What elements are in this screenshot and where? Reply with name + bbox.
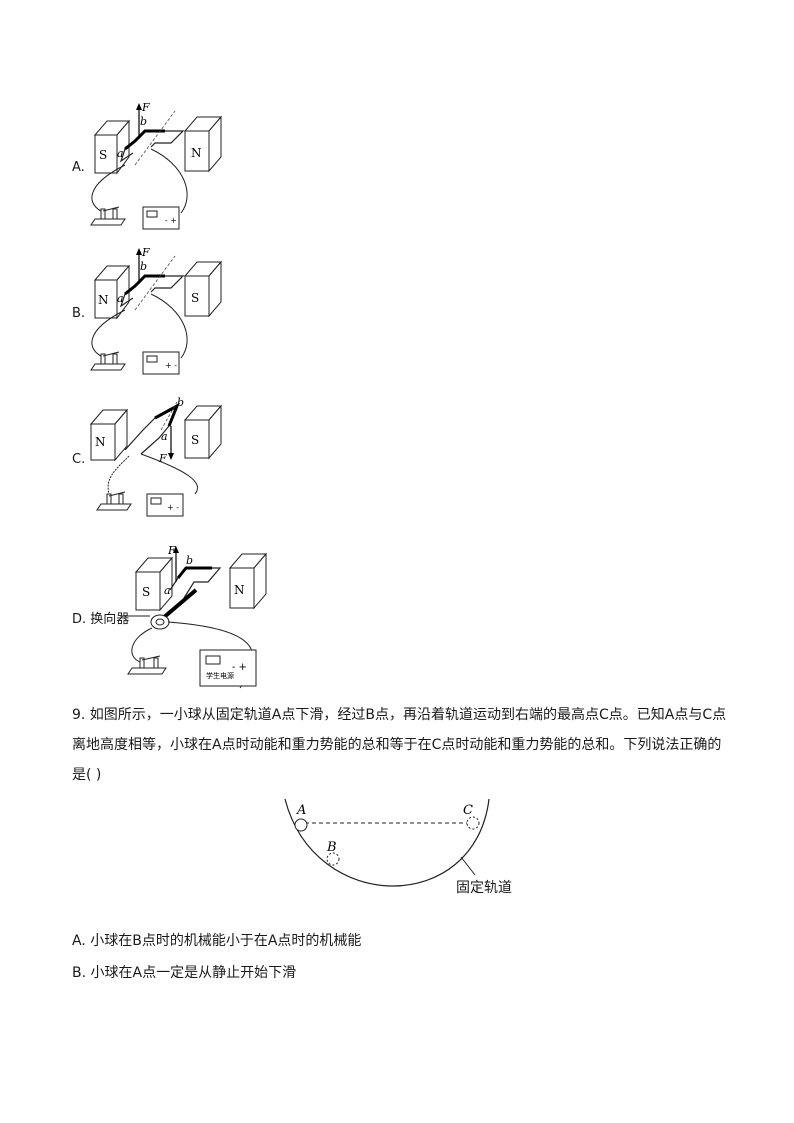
svg-text:- +: - + bbox=[232, 662, 247, 673]
switch bbox=[96, 491, 132, 511]
switch bbox=[127, 655, 167, 675]
commutator-label: 换向器 bbox=[90, 612, 130, 627]
point-b-label: b bbox=[177, 396, 184, 409]
question-9-line-2: 离地高度相等，小球在A点时动能和重力势能的总和等于在C点时动能和重力势能的总和。… bbox=[72, 737, 722, 753]
choice-b: B. 小球在A点一定是从静止开始下滑 bbox=[72, 965, 297, 981]
force-label: F bbox=[141, 101, 150, 114]
option-c-label: C. bbox=[72, 452, 86, 467]
point-b-label: b bbox=[140, 260, 147, 273]
option-a-label: A. bbox=[72, 160, 85, 175]
magnet-left bbox=[93, 119, 131, 175]
point-b-label: b bbox=[186, 554, 193, 567]
magnet-right bbox=[183, 260, 223, 318]
magnet-right bbox=[183, 115, 223, 173]
point-a-label: a bbox=[164, 584, 171, 597]
magnet-right-pole: N bbox=[191, 146, 202, 160]
option-d-label: D. 换向器 bbox=[72, 608, 129, 627]
question-9-line-3: 是( ) bbox=[72, 767, 102, 783]
power-supply: - + bbox=[142, 206, 180, 230]
ball-b bbox=[326, 852, 340, 866]
point-a-label: a bbox=[117, 292, 124, 305]
question-9-line-1: 9. 如图所示，一小球从固定轨道A点下滑，经过B点，再沿着轨道运动到右端的最高点… bbox=[72, 707, 727, 723]
option-a-figure: S N F b a - + bbox=[90, 101, 223, 230]
magnet-right bbox=[183, 404, 223, 460]
switch bbox=[90, 206, 126, 226]
magnet-left-pole: S bbox=[99, 148, 107, 162]
track-label: 固定轨道 bbox=[456, 880, 512, 896]
switch bbox=[90, 351, 126, 371]
magnet-left bbox=[93, 264, 131, 320]
option-c-figure: N S F b a + - bbox=[89, 396, 223, 517]
power-supply-label: 学生电源 bbox=[206, 671, 234, 680]
force-label: F bbox=[158, 452, 167, 465]
svg-text:+ -: + - bbox=[165, 361, 177, 370]
force-label: F bbox=[141, 246, 150, 259]
magnet-left-pole: N bbox=[98, 293, 109, 307]
point-a-label: A bbox=[296, 803, 306, 818]
svg-text:+ -: + - bbox=[167, 503, 179, 512]
force-label: F bbox=[167, 544, 176, 557]
point-a-label: a bbox=[161, 430, 168, 443]
option-b-label: B. bbox=[72, 306, 86, 321]
magnet-right-pole: N bbox=[234, 583, 245, 597]
magnet-right bbox=[228, 552, 268, 610]
point-b-label: B bbox=[326, 840, 337, 855]
commutator bbox=[150, 614, 170, 630]
power-supply: + - bbox=[142, 351, 180, 375]
magnet-left bbox=[134, 556, 174, 612]
question-9-text: 9. 如图所示，一小球从固定轨道A点下滑，经过B点，再沿着轨道运动到右端的最高点… bbox=[72, 700, 732, 790]
magnet-left-pole: S bbox=[142, 585, 150, 599]
choice-a: A. 小球在B点时的机械能小于在A点时的机械能 bbox=[72, 933, 362, 949]
power-supply: 学生电源 - + bbox=[199, 649, 257, 687]
point-a-label: a bbox=[117, 147, 124, 160]
point-c-label: C bbox=[463, 803, 473, 818]
ball-c bbox=[466, 816, 480, 830]
option-d-figure: S N F b a 学生电源 - + bbox=[120, 544, 268, 689]
point-b-label: b bbox=[140, 115, 147, 128]
magnet-left-pole: N bbox=[95, 435, 106, 449]
fixed-track bbox=[284, 798, 490, 887]
magnet-right-pole: S bbox=[191, 433, 199, 447]
power-supply: + - bbox=[146, 493, 184, 517]
track-figure: A B C bbox=[284, 798, 490, 887]
svg-text:- +: - + bbox=[165, 216, 177, 225]
magnet-left bbox=[89, 408, 129, 462]
option-d-letter: D. bbox=[72, 612, 87, 627]
option-b-figure: N S F b a + - bbox=[90, 246, 223, 375]
magnet-right-pole: S bbox=[191, 291, 199, 305]
ball-a bbox=[294, 818, 308, 832]
